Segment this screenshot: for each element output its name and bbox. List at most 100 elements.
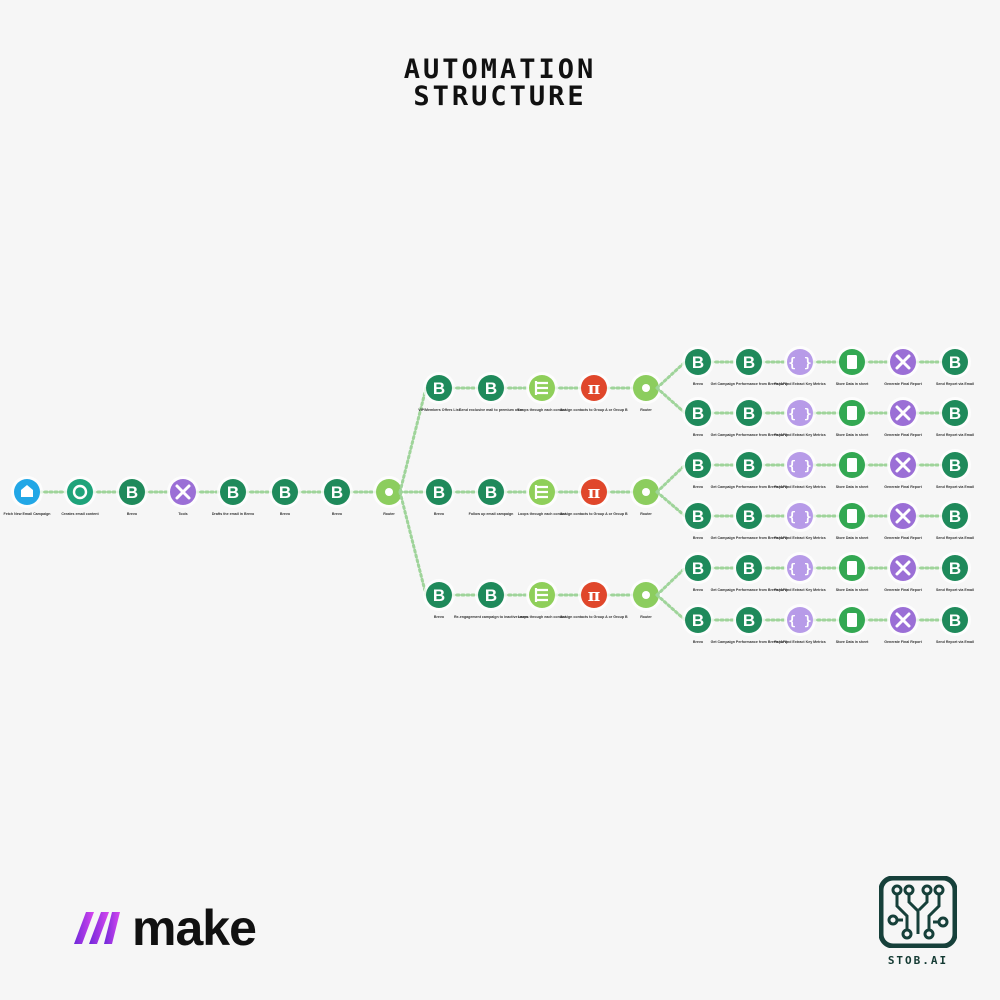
module-brevo[interactable]: BRe-engagement campaign to inactive user… [454,579,528,619]
module-label: Generate Final Report [884,433,922,437]
branch-connector [398,490,428,597]
module-router[interactable]: Router [630,372,662,412]
brevo-icon [685,503,711,529]
sheet-glyph [847,406,857,420]
module-json[interactable]: { }Parse and Extract Key Metrics [774,552,826,592]
brevo-icon [119,479,145,505]
module-tools[interactable]: Generate Final Report [884,449,923,489]
module-label: Brevo [693,382,704,386]
module-json[interactable]: { }Parse and Extract Key Metrics [774,397,826,437]
module-label: Fetch New Email Campaign [4,512,51,516]
brevo-glyph: B [949,456,961,475]
stob-logo: STOB.AI [878,875,958,967]
json-icon [787,503,813,529]
module-tools[interactable]: Generate Final Report [884,397,923,437]
module-iterator[interactable]: Loops through each contact [518,476,567,516]
brevo-glyph: B [433,586,445,605]
module-tools[interactable]: Generate Final Report [884,604,923,644]
module-sheets[interactable]: Store Data in sheet [836,604,869,644]
brevo-glyph: B [743,404,755,423]
module-sheets[interactable]: Store Data in sheet [836,397,869,437]
module-openai[interactable]: Creates email content [61,476,99,516]
module-router[interactable]: Router [630,476,662,516]
module-sheets[interactable]: Store Data in sheet [836,552,869,592]
module-label: Get Campaign Performance from Brevo (API… [711,485,789,489]
module-brevo[interactable]: B Get Campaign Performance from Brevo (AP… [711,397,789,437]
openai-glyph [72,484,88,500]
module-iterator[interactable]: Loops through each contact [518,372,567,412]
module-router[interactable]: Router [373,476,405,516]
json-icon [787,452,813,478]
module-label: Brevo [434,512,445,516]
module-label: Brevo [693,485,704,489]
module-label: Send Report via Email [936,640,974,644]
module-tools[interactable]: Generate Final Report [884,346,923,386]
module-json[interactable]: { }Parse and Extract Key Metrics [774,500,826,540]
list-glyph [534,588,548,602]
module-label: Brevo [280,512,291,516]
module-label: Parse and Extract Key Metrics [774,588,826,592]
wrench-glyph [175,484,191,500]
brevo-glyph: B [692,456,704,475]
brevo-icon [942,400,968,426]
module-sheets[interactable]: Store Data in sheet [836,500,869,540]
module-json[interactable]: { }Parse and Extract Key Metrics [774,449,826,489]
module-tools[interactable]: Generate Final Report [884,500,923,540]
module-label: Generate Final Report [884,588,922,592]
module-label: Generate Final Report [884,536,922,540]
module-label: Brevo [693,536,704,540]
module-sheets[interactable]: Store Data in sheet [836,449,869,489]
wrench-glyph [895,612,911,628]
braces-glyph: { } [788,407,811,422]
module-json[interactable]: { }Parse and Extract Key Metrics [774,346,826,386]
math-icon [581,582,607,608]
module-json[interactable]: { }Parse and Extract Key Metrics [774,604,826,644]
list-glyph [534,485,548,499]
brevo-icon [736,607,762,633]
router-dot [642,384,650,392]
module-router[interactable]: Router [630,579,662,619]
module-label: Send exclusive mail to premium offer [459,408,523,412]
module-iterator[interactable]: Loops through each contact [518,579,567,619]
module-sheets[interactable]: Store Data in sheet [836,346,869,386]
module-label: Follow up email campaign [469,512,514,516]
brevo-icon [942,452,968,478]
module-tools[interactable]: Tools [167,476,199,516]
module-trigger[interactable]: Fetch New Email Campaign [4,476,51,516]
brevo-glyph: B [227,483,239,502]
branch-connector [655,386,687,415]
module-brevo[interactable]: B Brevo [682,449,714,489]
brevo-icon [736,555,762,581]
module-label: Get Campaign Performance from Brevo (API… [711,433,789,437]
module-tools[interactable]: Generate Final Report [884,552,923,592]
module-label: Store Data in sheet [836,382,869,386]
